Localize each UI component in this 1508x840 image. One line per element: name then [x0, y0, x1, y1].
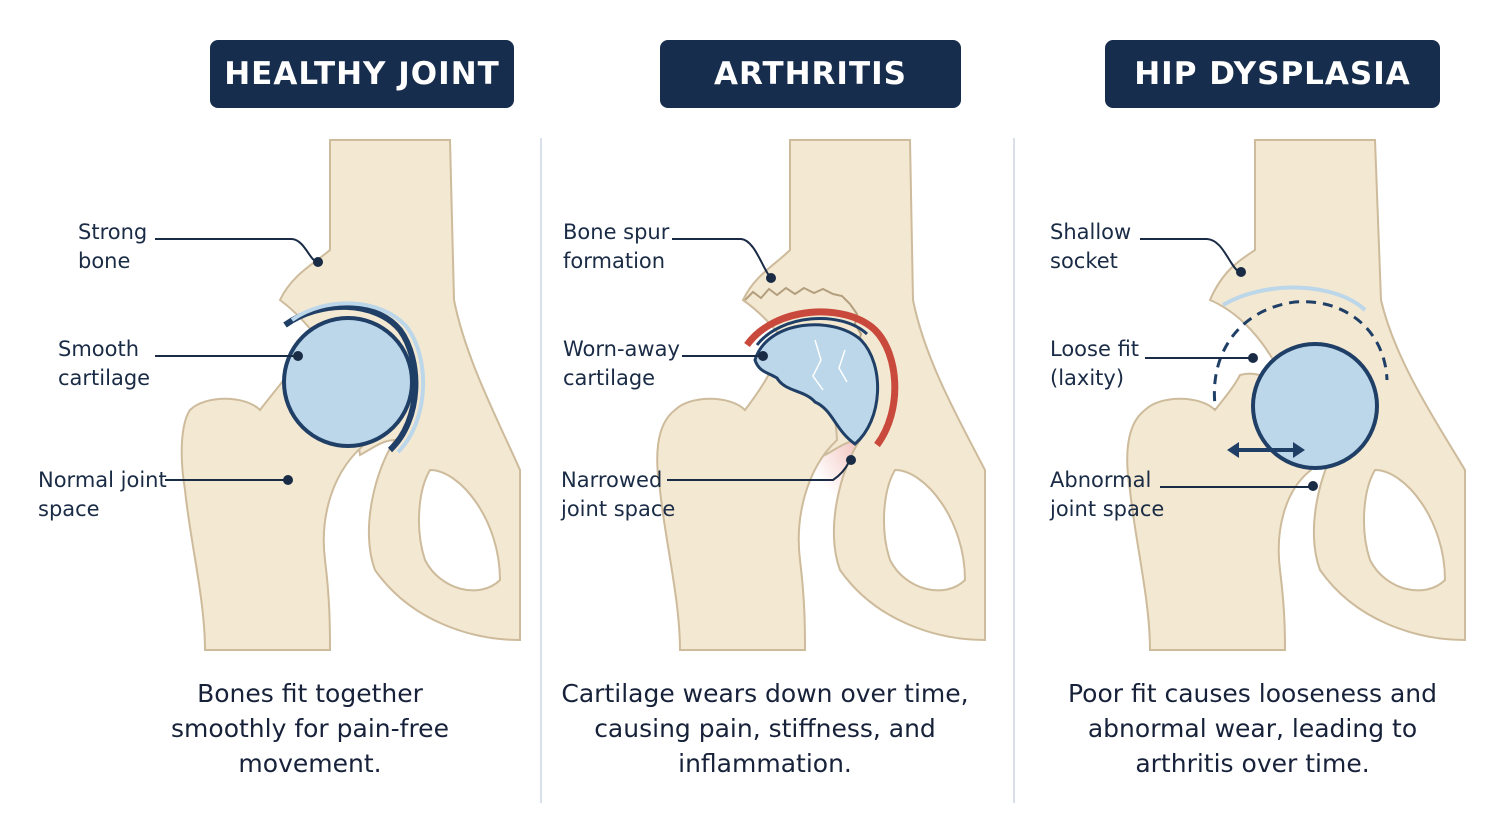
socket-cartilage — [283, 303, 419, 453]
leader-line — [672, 238, 772, 279]
femoral-head — [282, 316, 414, 448]
leader-dot — [846, 455, 856, 465]
panel-title: ARTHRITIS — [660, 40, 961, 108]
panel-arthritis: ARTHRITIS Bone spur formation Worn-away … — [515, 0, 1015, 840]
label-normal-joint-space: Normal joint space — [38, 468, 167, 521]
worn-socket-cartilage — [744, 308, 899, 448]
leader-dot — [283, 475, 293, 485]
obturator-opening — [1362, 468, 1447, 592]
leader-line — [1140, 238, 1240, 273]
femur-bone — [656, 357, 839, 651]
label-abnormal-joint-space: Abnormal joint space — [1050, 468, 1165, 521]
leader-dot — [1236, 267, 1246, 277]
leader-dot — [758, 351, 768, 361]
leader-dot — [1308, 481, 1318, 491]
arthritis-hip-illustration — [656, 139, 986, 651]
panel-title: HIP DYSPLASIA — [1105, 40, 1440, 108]
panel-caption: Cartilage wears down over time, causing … — [561, 679, 969, 778]
femoral-head — [753, 323, 879, 446]
panel-healthy-joint: HEALTHY JOINT Strong bone Smooth cartila… — [30, 0, 530, 840]
leader-dot — [766, 273, 776, 283]
label-narrowed-joint-space: Narrowed joint space — [561, 468, 676, 521]
leader-dot — [293, 351, 303, 361]
shallow-socket-cartilage — [1221, 285, 1367, 312]
divider-left — [540, 138, 542, 803]
healthy-hip-illustration — [155, 139, 521, 651]
label-bone-spur: Bone spur formation — [563, 220, 670, 273]
panel-hip-dysplasia: HIP DYSPLASIA Shallow socket Loose fit (… — [995, 0, 1495, 840]
panel-caption: Poor fit causes looseness and abnormal w… — [1068, 679, 1437, 778]
obturator-opening — [417, 468, 502, 592]
label-smooth-cartilage: Smooth cartilage — [58, 337, 151, 390]
dysplasia-hip-illustration — [1126, 139, 1466, 651]
label-strong-bone: Strong bone — [78, 220, 148, 273]
panel-caption: Bones fit together smoothly for pain-fre… — [171, 679, 449, 778]
label-shallow-socket: Shallow socket — [1050, 220, 1132, 273]
double-arrow-icon — [1227, 442, 1305, 458]
ideal-socket-outline — [1212, 300, 1389, 419]
leader-dot — [1248, 353, 1258, 363]
label-loose-fit: Loose fit (laxity) — [1050, 337, 1140, 390]
panel-title: HEALTHY JOINT — [210, 40, 514, 108]
leader-line — [667, 461, 850, 481]
leader-dot — [313, 257, 323, 267]
femoral-head — [1251, 342, 1379, 470]
leader-line — [155, 238, 319, 263]
divider-right — [1013, 138, 1015, 803]
obturator-opening — [882, 468, 967, 592]
label-worn-away-cartilage: Worn-away cartilage — [563, 337, 680, 390]
